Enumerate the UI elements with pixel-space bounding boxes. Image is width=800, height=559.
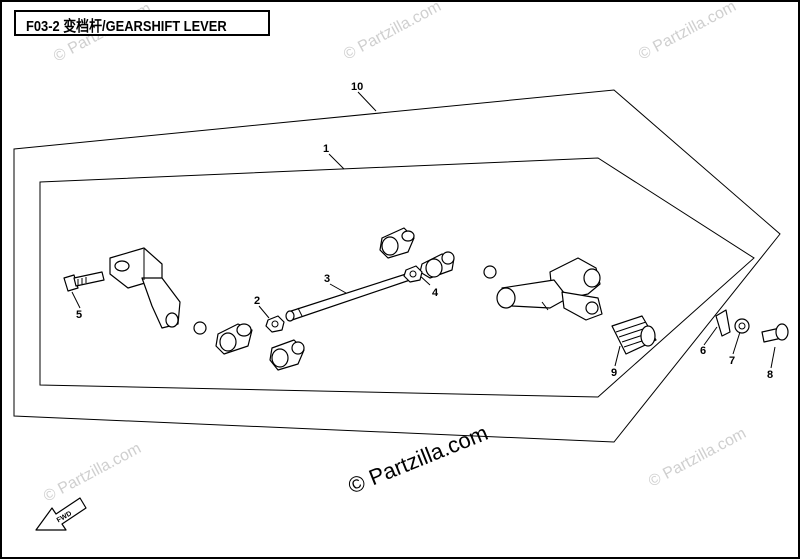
fwd-arrow-icon: FWD <box>35 497 87 531</box>
left-shift-lever <box>109 247 181 329</box>
bolt-part-5 <box>63 271 105 292</box>
ball-joint-right-upper <box>379 227 415 259</box>
watermark-4: © Partzilla.com <box>41 440 144 506</box>
assembly-outline-10 <box>13 89 781 443</box>
callout-5: 5 <box>76 309 82 321</box>
callout-1: 1 <box>323 143 329 155</box>
callout-2: 2 <box>254 295 260 307</box>
callout-8: 8 <box>767 369 773 381</box>
watermark-5: © Partzilla.com <box>646 425 749 491</box>
callout-10: 10 <box>351 81 363 93</box>
circlip-left <box>193 321 207 335</box>
callout-6: 6 <box>700 345 706 357</box>
title-box: F03-2 变档杆/GEARSHIFT LEVER <box>14 10 270 36</box>
watermark-3: © Partzilla.com <box>636 2 739 64</box>
ball-joint-left-upper <box>215 323 253 355</box>
callout-9: 9 <box>611 367 617 379</box>
washer-part-7 <box>734 318 750 334</box>
nut-part-2 <box>265 315 285 333</box>
assembly-outline-1 <box>39 157 755 398</box>
ball-joint-right-lower <box>419 251 455 279</box>
bolt-part-8 <box>761 323 789 343</box>
pin-part-6 <box>715 309 731 337</box>
right-pedal-lever <box>496 257 603 321</box>
circlip-right <box>483 265 497 279</box>
watermark-2: © Partzilla.com <box>341 2 444 64</box>
ball-joint-left-lower <box>269 339 305 371</box>
rod-part-3 <box>285 273 411 322</box>
page-title: F03-2 变档杆/GEARSHIFT LEVER <box>26 18 227 35</box>
nut-part-4 <box>403 265 423 283</box>
callout-4: 4 <box>432 287 439 299</box>
callout-3: 3 <box>324 273 330 285</box>
pedal-rubber-part-9 <box>611 315 657 355</box>
callout-7: 7 <box>729 355 735 367</box>
